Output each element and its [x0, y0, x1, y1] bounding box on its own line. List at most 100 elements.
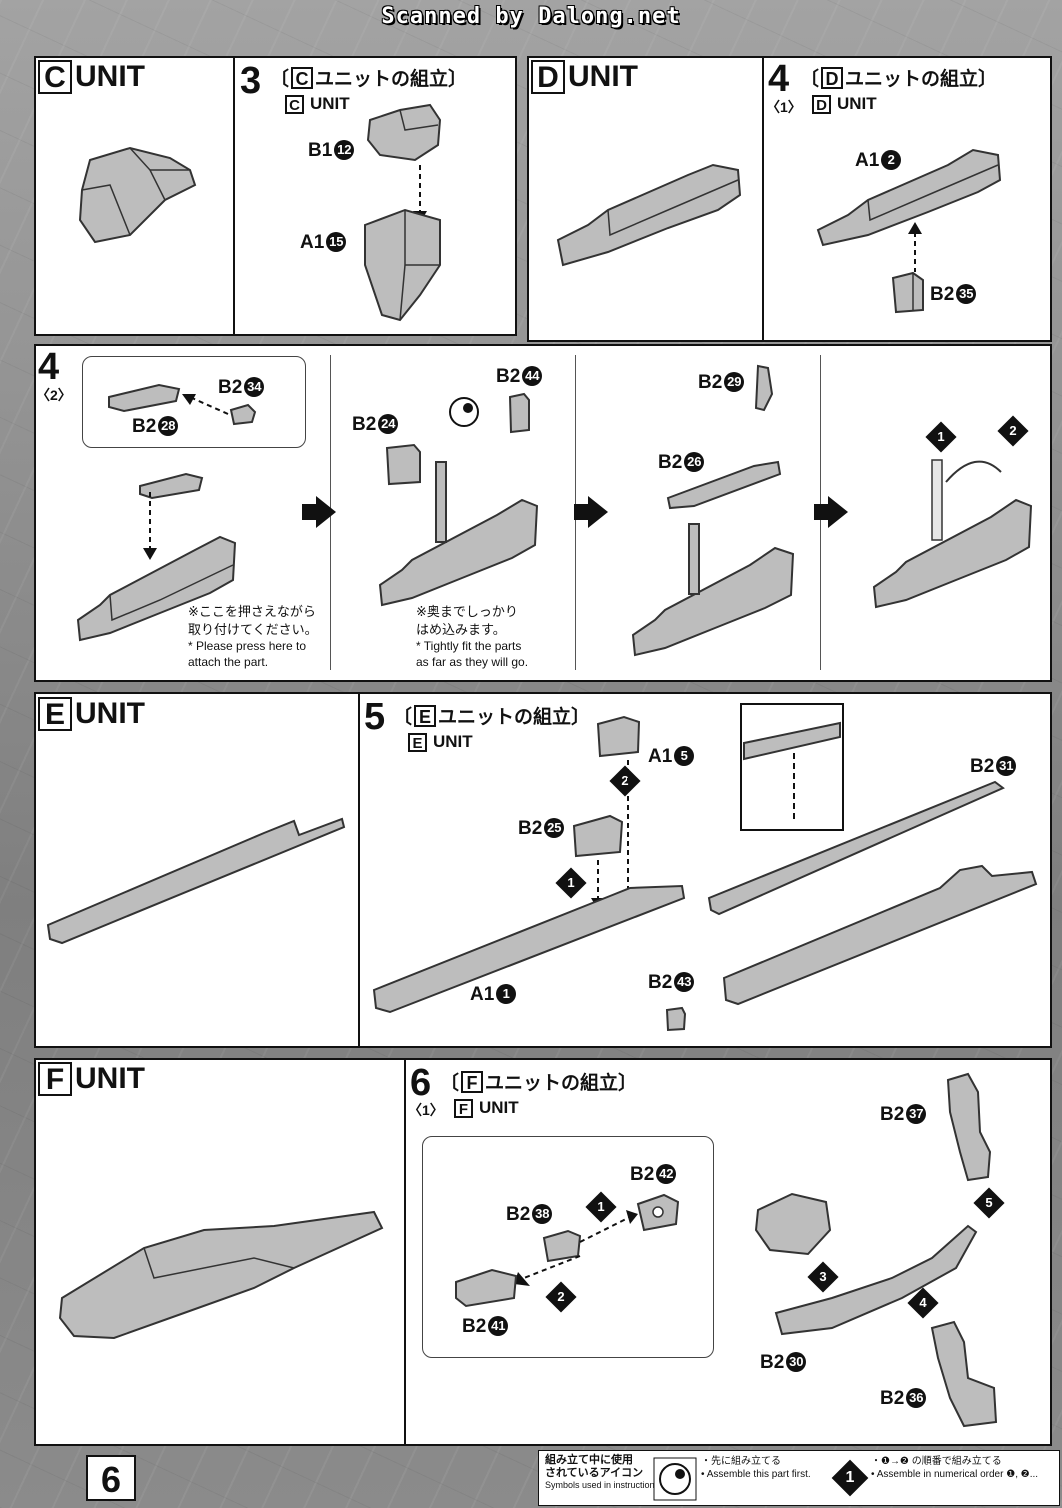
step4-1-title: 〔 D ユニットの組立〕: [800, 64, 997, 91]
step6-order-badge-5-text: 5: [985, 1195, 993, 1210]
part-number-badge: 25: [544, 818, 565, 838]
legend-title-jp: 組み立て中に使用 されているアイコン: [545, 1454, 644, 1480]
step5-part-b2-31: [707, 780, 1005, 916]
step4-1-substep: 〈1〉: [766, 99, 802, 115]
step4-2-note2-en: * Tightly fit the parts as far as they w…: [416, 639, 529, 670]
step4-1-title-letter: D: [821, 66, 844, 89]
f-unit-letter: F: [38, 1062, 72, 1096]
runner-b2: B2: [880, 1388, 905, 1409]
step6-part-b2-37: [946, 1072, 992, 1182]
legend-item-1-en: • Assemble this part first.: [701, 1469, 811, 1480]
step4-2-note2-jp: ※奥までしっかり はめ込みます。: [416, 604, 518, 637]
step6-order-badge-2-text: 2: [557, 1289, 565, 1304]
order-badge-1: 1: [925, 421, 957, 453]
step5-part-a1-1: [372, 884, 686, 1014]
step4-2-part-b2-28: [139, 472, 204, 500]
runner-b2: B2: [496, 366, 521, 387]
step6-part-b2-36: [930, 1320, 998, 1428]
step6-title: 〔 F ユニットの組立〕: [440, 1068, 637, 1095]
runner-b2: B2: [930, 284, 955, 305]
flow-arrow-1: [302, 496, 336, 528]
step6-number: 6: [410, 1062, 432, 1104]
step4-1-unit-text: UNIT: [837, 94, 877, 113]
runner-b2: B2: [658, 452, 683, 473]
d-unit-part-illustration: [556, 163, 742, 267]
step3-title-text: ユニットの組立〕: [315, 69, 468, 90]
runner-b2: B2: [880, 1104, 905, 1125]
step3-unit-letter: C: [285, 94, 304, 114]
runner-a1: A1: [648, 746, 673, 767]
part-number-badge: 35: [956, 284, 977, 304]
step5-unit-label: E UNIT: [408, 732, 473, 752]
runner-b2: B2: [506, 1204, 531, 1225]
step4-2-part-b2-26: [666, 460, 782, 510]
step5-title-letter: E: [414, 704, 437, 727]
step5-title-text: ユニットの組立〕: [438, 707, 591, 728]
runner-b2: B2: [462, 1316, 487, 1337]
part-number-badge: 44: [522, 366, 543, 386]
step6-title-letter: F: [461, 1070, 484, 1093]
step4-1-number: 4: [768, 58, 790, 100]
runner-b2: B2: [630, 1164, 655, 1185]
part-number-badge: 12: [334, 140, 355, 160]
order-badge-2: 2: [997, 415, 1029, 447]
step4-2-arrow-34-to-28: [182, 394, 229, 415]
step4-2-part-b2-24: [385, 443, 421, 486]
step6-order-badge-2: 2: [545, 1281, 577, 1313]
f-unit-title: UNIT: [75, 1062, 145, 1095]
order-badge-2-text: 2: [1009, 423, 1017, 438]
divider-c-step3: [233, 57, 235, 335]
divider-d-step4: [762, 57, 764, 341]
subassembly-circle-icon: [449, 397, 479, 427]
part-number-badge: 28: [158, 416, 179, 436]
step5-part-b2-43: [665, 1006, 687, 1032]
step6-unit-label: F UNIT: [454, 1098, 519, 1118]
step4-1-assembly-arrow: [908, 222, 922, 272]
step4-2-body-3: [631, 523, 795, 657]
flow-arrow-2: [574, 496, 608, 528]
order-badge-1-text: 1: [937, 429, 945, 444]
legend-heading: 組み立て中に使用 されているアイコン Symbols used in instr…: [545, 1454, 659, 1491]
step6-part-b2-42: [636, 1193, 680, 1232]
part-number-badge: 24: [378, 414, 399, 434]
part-number-badge: 38: [532, 1204, 553, 1224]
part-number-badge: 15: [326, 232, 347, 252]
part-number-badge: 36: [906, 1388, 927, 1408]
step4-2-body-2: [378, 461, 539, 607]
subassembly-circle-icon: [653, 1457, 697, 1501]
step5-part-main-body: [722, 864, 1038, 1006]
step5-number: 5: [364, 696, 386, 738]
part-number-badge: 26: [684, 452, 705, 472]
step3-title: 〔 C ユニットの組立〕: [270, 64, 467, 91]
step4-1-title-bracket: 〔: [800, 69, 820, 90]
runner-a1: A1: [300, 232, 325, 253]
part-number-badge: 42: [656, 1164, 677, 1184]
d-unit-letter: D: [531, 60, 565, 94]
step6-title-bracket: 〔: [440, 1073, 460, 1094]
step6-assembled-subpart: [754, 1192, 832, 1256]
runner-b1: B1: [308, 140, 333, 161]
step4-1-unit-letter: D: [812, 94, 831, 114]
step6-callout-arrows: [514, 1210, 638, 1286]
part-number-badge: 1: [496, 984, 517, 1004]
step5-title-bracket: 〔: [393, 707, 413, 728]
step4-2-number: 4: [38, 346, 60, 388]
runner-b2: B2: [698, 372, 723, 393]
watermark: Scanned by Dalong.net: [381, 4, 681, 29]
legend-item-2: ・❶→❷ の順番で組み立てる • Assemble in numerical o…: [871, 1455, 1038, 1481]
c-unit-title: UNIT: [75, 60, 145, 93]
d-unit-title: UNIT: [568, 60, 638, 93]
runner-b2: B2: [970, 756, 995, 777]
